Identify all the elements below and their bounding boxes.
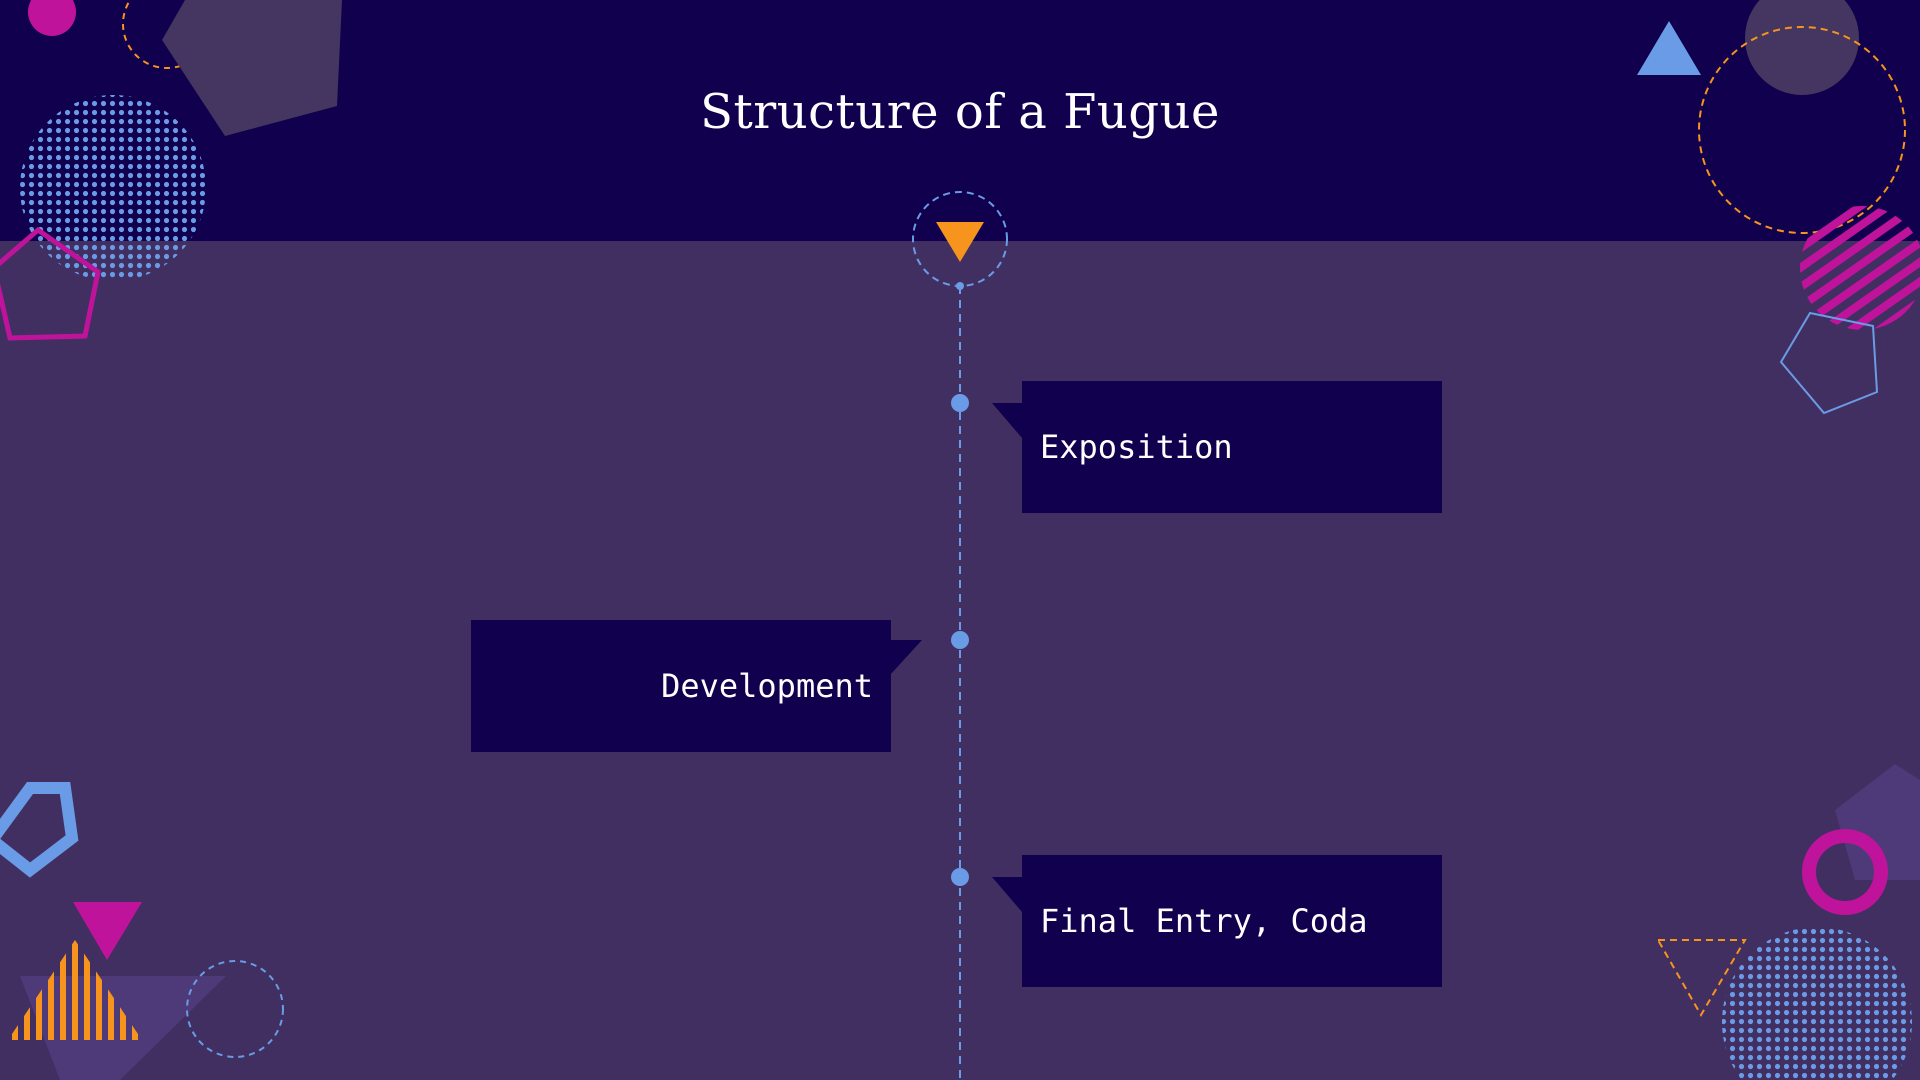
striped-magenta-circle xyxy=(1800,206,1920,330)
timeline-card-exposition: Exposition xyxy=(1022,381,1442,513)
timeline-dot-development xyxy=(951,631,969,649)
blue-pentagon-ring xyxy=(0,782,79,878)
timeline-dot-final-entry xyxy=(951,868,969,886)
timeline-card-label: Development xyxy=(661,667,873,705)
dashed-orange-ring xyxy=(1698,26,1906,234)
dotted-blue-circle xyxy=(20,95,206,281)
dotted-blue-circle-bottom xyxy=(1722,927,1912,1080)
magenta-triangle-shape xyxy=(73,902,142,960)
slide-title: Structure of a Fugue xyxy=(700,84,1220,140)
card-pointer-exposition xyxy=(992,403,1022,438)
blue-triangle-shape xyxy=(1637,21,1701,75)
dashed-blue-circle xyxy=(186,960,284,1058)
timeline-card-label: Exposition xyxy=(1040,428,1233,466)
dashed-orange-triangle xyxy=(1656,939,1747,1017)
card-pointer-development xyxy=(890,640,922,675)
timeline-card-final-entry: Final Entry, Coda xyxy=(1022,855,1442,987)
timeline-card-development: Development xyxy=(471,620,891,752)
striped-orange-triangle xyxy=(8,940,142,1040)
magenta-ring-shape xyxy=(1802,829,1888,915)
muted-circle-shape xyxy=(1745,0,1859,95)
blue-pentagon-outline xyxy=(1779,311,1879,415)
orange-down-triangle-icon xyxy=(936,222,984,262)
card-pointer-final-entry xyxy=(992,877,1022,912)
magenta-pentagon-outline xyxy=(0,226,101,341)
magenta-dot-shape xyxy=(28,0,76,36)
purple-pentagon-shape xyxy=(162,0,342,136)
timeline-card-label: Final Entry, Coda xyxy=(1040,902,1368,940)
muted-pentagon-shape xyxy=(1835,764,1920,880)
timeline-start-dot xyxy=(956,282,964,290)
timeline-dot-exposition xyxy=(951,394,969,412)
